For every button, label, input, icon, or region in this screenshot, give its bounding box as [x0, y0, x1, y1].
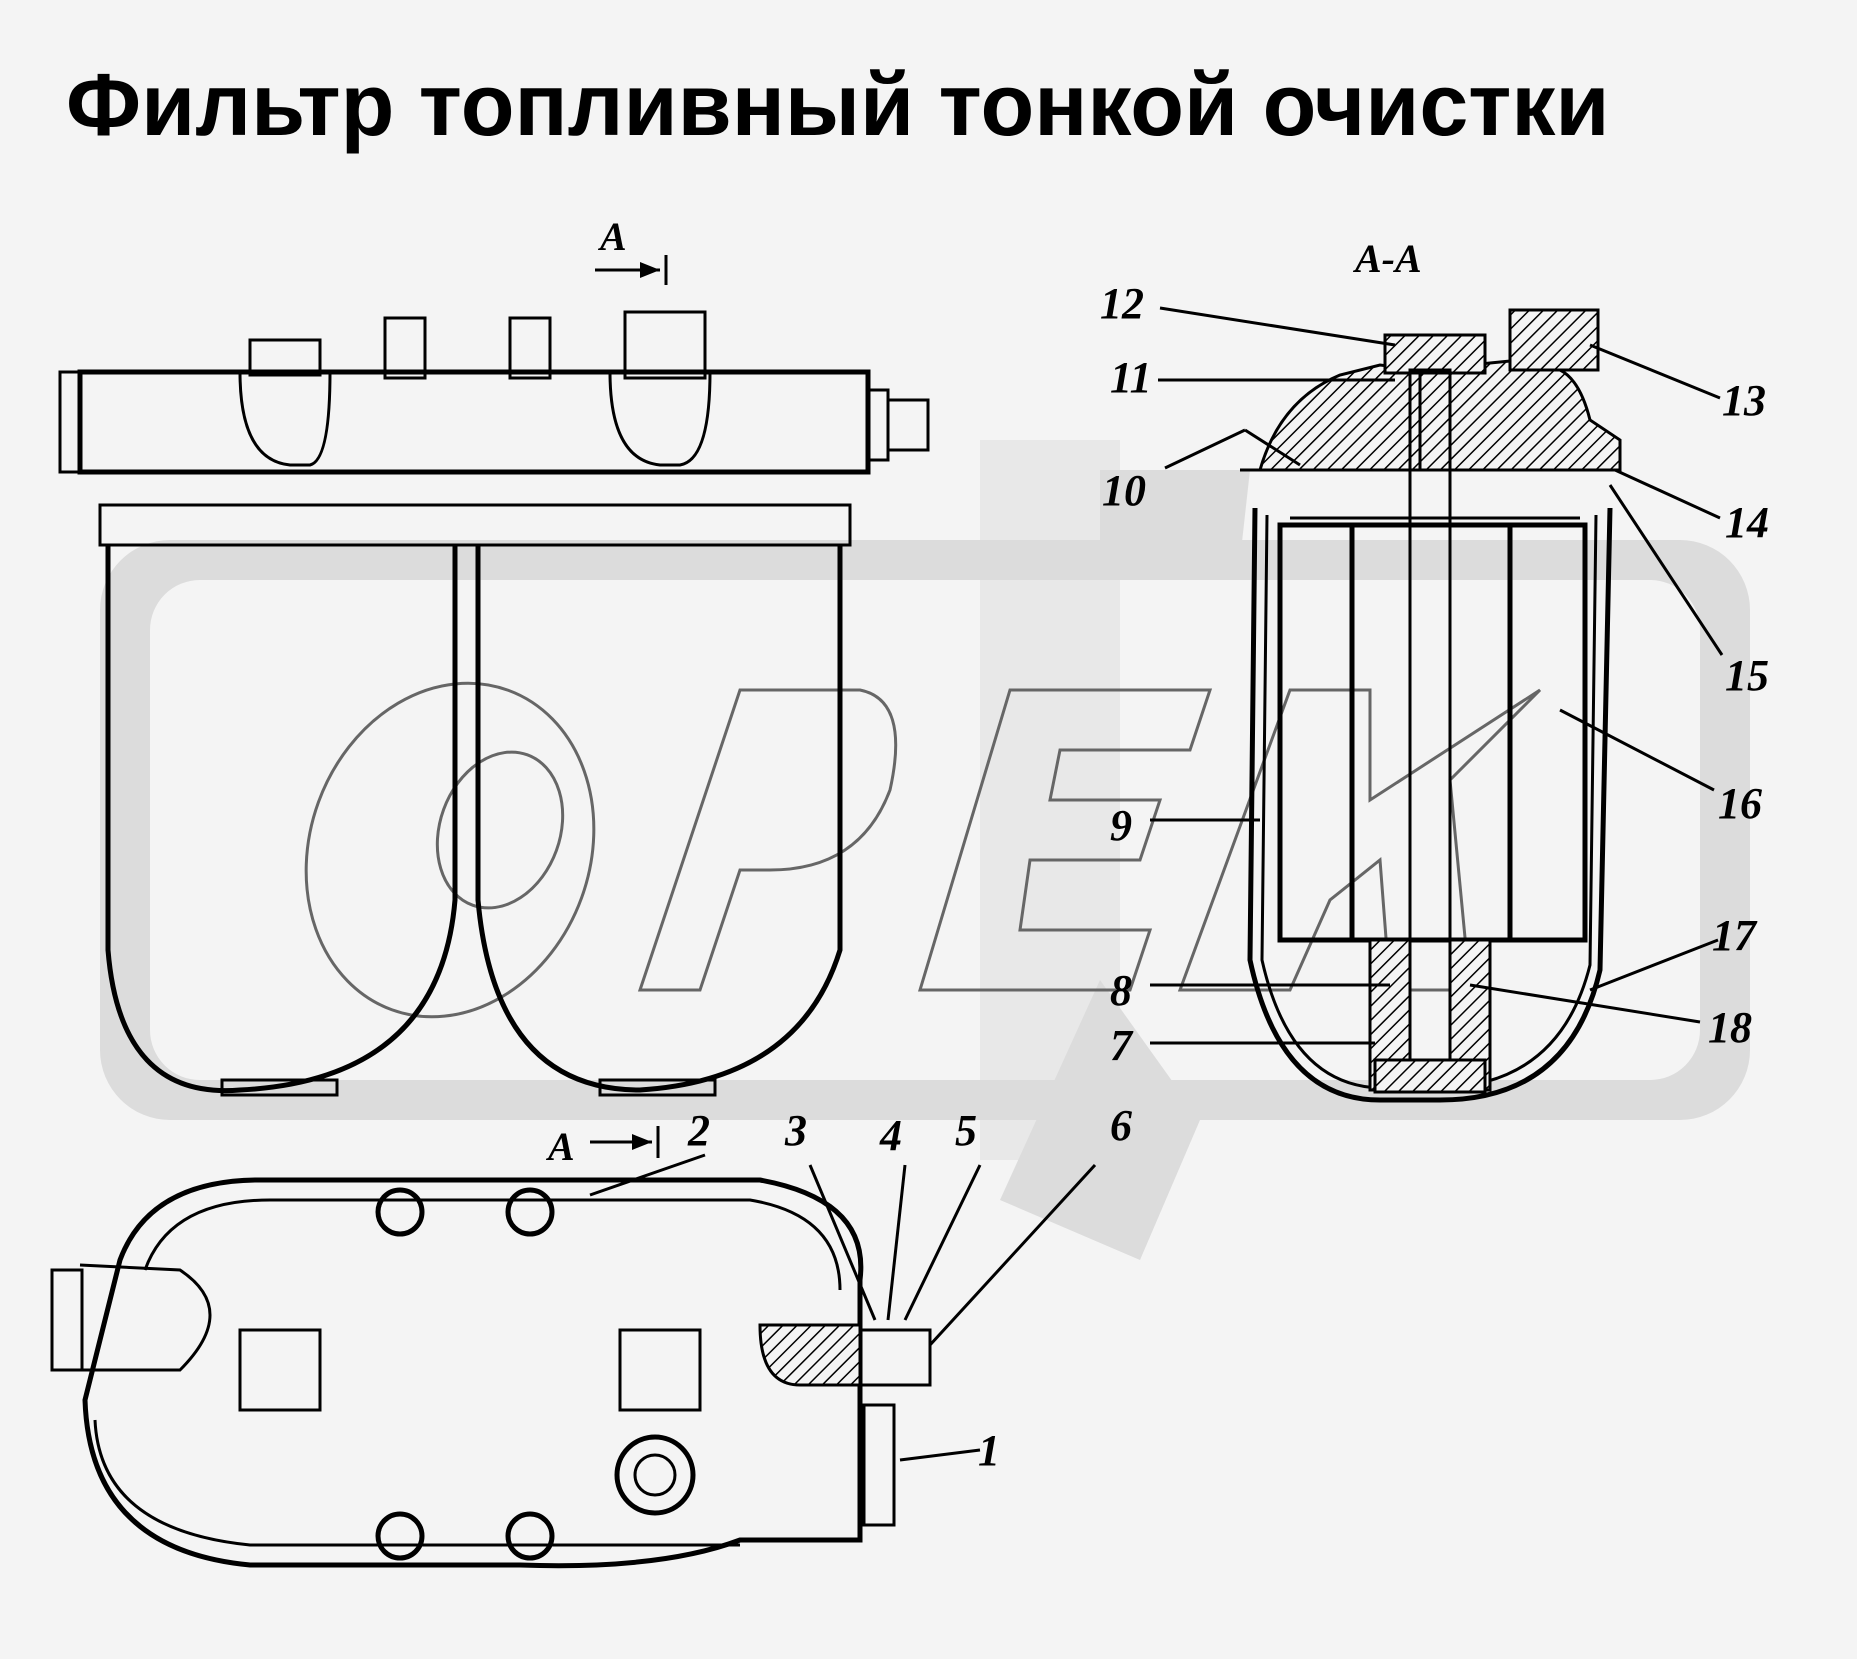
callout-17: 17 — [1712, 911, 1758, 960]
callout-14: 14 — [1725, 498, 1769, 547]
top-view — [50, 1177, 932, 1569]
callout-4: 4 — [879, 1111, 902, 1160]
callout-13: 13 — [1722, 376, 1766, 425]
callout-7: 7 — [1110, 1021, 1134, 1070]
section-label: A-A — [1352, 236, 1422, 281]
callout-1: 1 — [978, 1426, 1000, 1475]
callout-18: 18 — [1708, 1003, 1752, 1052]
callout-10: 10 — [1102, 466, 1146, 515]
leader-lines — [589, 306, 1724, 1462]
section-mark-top: A — [595, 214, 668, 285]
callout-2: 2 — [687, 1106, 710, 1155]
callout-labels: 1 2 3 4 5 6 7 8 9 10 11 12 13 14 15 16 1… — [687, 279, 1769, 1475]
callout-5: 5 — [955, 1106, 977, 1155]
svg-text:A: A — [545, 1124, 575, 1169]
section-view — [1240, 308, 1622, 1103]
callout-6: 6 — [1110, 1101, 1132, 1150]
section-mark-bottom: A — [545, 1124, 660, 1169]
callout-8: 8 — [1110, 966, 1132, 1015]
callout-11: 11 — [1110, 353, 1152, 402]
callout-16: 16 — [1718, 779, 1762, 828]
callout-12: 12 — [1100, 279, 1144, 328]
front-view — [58, 310, 930, 1097]
callout-15: 15 — [1725, 651, 1769, 700]
callout-3: 3 — [784, 1106, 807, 1155]
watermark-logo — [100, 440, 1750, 1260]
callout-9: 9 — [1110, 801, 1132, 850]
page-title: Фильтр топливный тонкой очистки — [66, 55, 1610, 154]
svg-text:A: A — [597, 214, 627, 259]
